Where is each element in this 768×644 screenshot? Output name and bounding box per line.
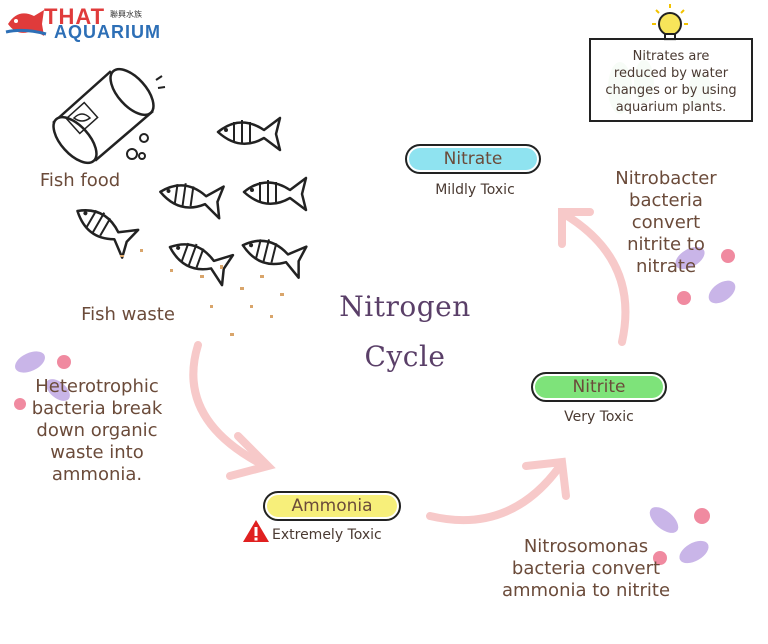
logo-fish-icon xyxy=(5,10,47,36)
nitrosomonas-line-2: bacteria convert xyxy=(511,558,661,579)
note-line-1: Nitrates are xyxy=(632,49,710,64)
nitrobacter-text: Nitrobacter bacteria convert nitrite to … xyxy=(604,168,728,278)
arrow-ammonia-head xyxy=(226,432,276,480)
arrow-nitrate-head xyxy=(558,208,594,248)
bacteria-icon-3 xyxy=(649,507,710,565)
ammonia-toxicity: Extremely Toxic xyxy=(272,527,382,543)
nitrosomonas-line-3: ammonia to nitrite xyxy=(501,580,671,601)
heterotrophic-line-1: Heterotrophic xyxy=(35,376,159,397)
nitrate-pill: Nitrate xyxy=(405,144,541,174)
nitrobacter-line-4: nitrite to xyxy=(627,234,705,255)
arrow-nitrite-to-nitrate xyxy=(560,210,630,346)
fish-food-label: Fish food xyxy=(39,170,121,191)
logo-that: THAT xyxy=(44,4,106,29)
arrow-nitrite-head xyxy=(522,457,570,500)
note-line-3: changes or by using xyxy=(605,83,737,98)
logo-aquarium: AQUARIUM xyxy=(54,22,161,42)
nitrosomonas-line-1: Nitrosomonas xyxy=(523,536,649,557)
warning-icon xyxy=(243,520,269,542)
heterotrophic-line-3: down organic xyxy=(36,420,158,441)
lightbulb-icon xyxy=(652,4,688,41)
bacteria-icon xyxy=(14,351,71,410)
fish-waste-label: Fish waste xyxy=(81,304,175,325)
arrow-waste-to-ammonia xyxy=(189,341,269,470)
arrow-ammonia-to-nitrite xyxy=(426,462,564,525)
nitrobacter-line-2: bacteria xyxy=(629,190,703,211)
logo-chinese: 聯興水族 xyxy=(110,10,142,19)
nitrobacter-line-1: Nitrobacter xyxy=(615,168,717,189)
heterotrophic-line-2: bacteria break xyxy=(31,398,163,419)
tip-note: Nitrates are reduced by water changes or… xyxy=(589,38,753,122)
ammonia-pill: Ammonia xyxy=(263,491,401,521)
nitrite-toxicity: Very Toxic xyxy=(564,409,634,425)
nitrobacter-line-5: nitrate xyxy=(635,256,697,277)
nitrate-toxicity: Mildly Toxic xyxy=(435,182,515,198)
title-line-2: Cycle xyxy=(364,340,446,373)
title-line-1: Nitrogen xyxy=(339,290,471,323)
fish-food-can-icon xyxy=(52,67,166,165)
heterotrophic-text: Heterotrophic bacteria break down organi… xyxy=(10,376,184,486)
waste-flakes-icon xyxy=(120,249,284,336)
nitrite-pill: Nitrite xyxy=(531,372,667,402)
nitrobacter-line-3: convert xyxy=(631,212,701,233)
heterotrophic-line-5: ammonia. xyxy=(51,464,143,485)
heterotrophic-line-4: waste into xyxy=(50,442,144,463)
nitrosomonas-text: Nitrosomonas bacteria convert ammonia to… xyxy=(476,536,696,602)
note-line-4: aquarium plants. xyxy=(615,100,727,115)
diagram-title: Nitrogen Cycle xyxy=(320,282,490,382)
note-line-2: reduced by water xyxy=(613,66,729,81)
bacteria-icon-2 xyxy=(675,246,736,305)
